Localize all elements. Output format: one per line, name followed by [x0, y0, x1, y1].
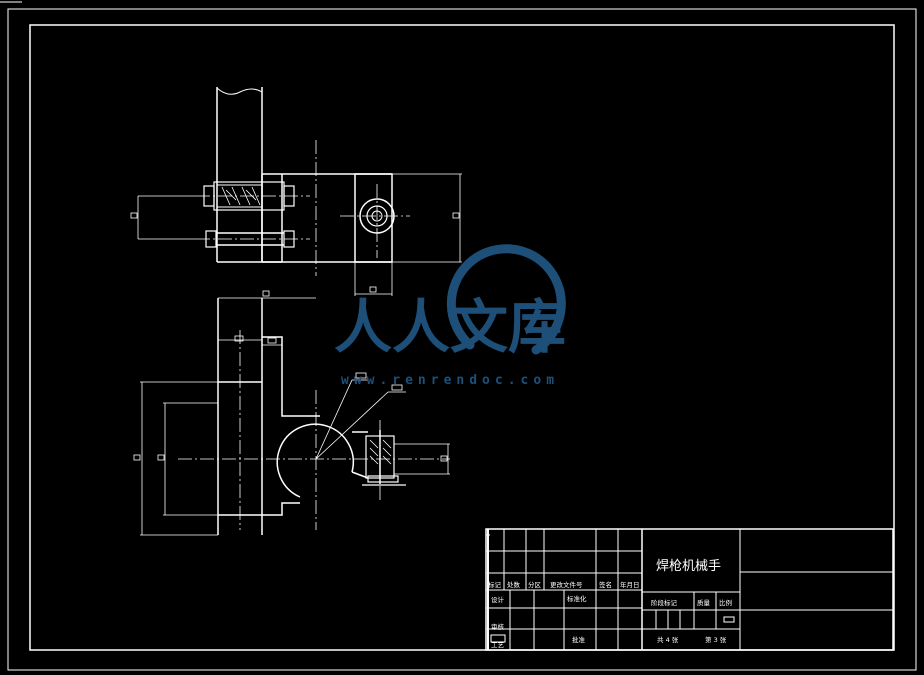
- label-review: 审核: [491, 622, 505, 631]
- sheets-total: 共 4 张: [657, 635, 679, 644]
- label-approve: 批准: [572, 635, 586, 644]
- title-block: [485, 528, 894, 651]
- sheet-number: 第 3 张: [705, 635, 727, 644]
- label-standardize: 标准化: [567, 594, 587, 603]
- header-change-doc: 更改文件号: [550, 580, 583, 589]
- header-zone: 分区: [528, 580, 542, 589]
- label-scale: 比例: [719, 598, 732, 607]
- watermark-url: www.renrendoc.com: [341, 373, 559, 388]
- header-sign: 签名: [599, 580, 612, 589]
- title-block-text: 焊枪机械手 标记 处数 分区 更改文件号 签名 年月日 设计 标准化 审核 工艺…: [488, 558, 732, 649]
- label-process: 工艺: [491, 641, 505, 649]
- label-weight: 质量: [697, 598, 711, 607]
- drawing-title: 焊枪机械手: [656, 558, 721, 574]
- front-view: [133, 290, 450, 536]
- header-mark: 标记: [488, 580, 502, 589]
- label-stage-mark: 阶段标记: [651, 598, 678, 607]
- watermark: 人人文库 www.renrendoc.com: [334, 244, 566, 388]
- label-design: 设计: [491, 595, 505, 604]
- top-view: [130, 87, 462, 296]
- watermark-brand: 人人文库: [334, 293, 566, 361]
- header-date: 年月日: [620, 580, 640, 589]
- header-count: 处数: [507, 580, 521, 589]
